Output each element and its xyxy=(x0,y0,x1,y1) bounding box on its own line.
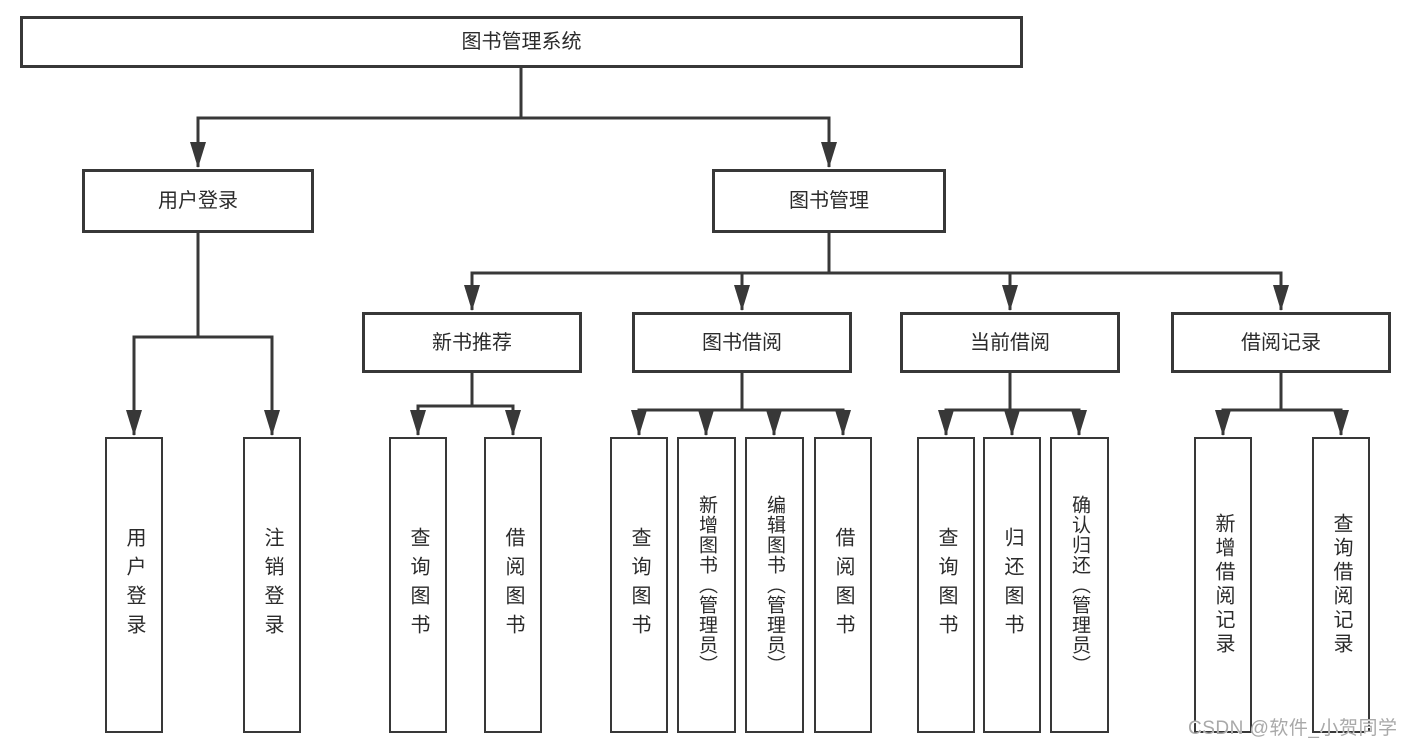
leaf-borrowing-borrow-books: 借阅图书 xyxy=(814,437,872,733)
node-borrowing-records: 借阅记录 xyxy=(1171,312,1391,373)
leaf-borrowing-add-books-admin: 新增图书（管理员） xyxy=(677,437,736,733)
node-label: 编辑图书（管理员） xyxy=(764,495,785,675)
node-label: 查询借阅记录 xyxy=(1330,513,1352,657)
node-label: 当前借阅 xyxy=(970,331,1050,354)
node-label: 查询图书 xyxy=(407,527,429,643)
node-label: 图书管理 xyxy=(789,190,869,212)
leaf-logout: 注销登录 xyxy=(243,437,301,733)
node-label: 借阅图书 xyxy=(502,527,524,643)
node-label: 借阅记录 xyxy=(1241,331,1321,354)
node-label: 查询图书 xyxy=(628,527,650,643)
node-label: 用户登录 xyxy=(158,190,238,212)
leaf-current-return-books: 归还图书 xyxy=(983,437,1041,733)
leaf-newbook-borrow-books: 借阅图书 xyxy=(484,437,542,733)
node-label: 新增借阅记录 xyxy=(1212,513,1234,657)
leaf-user-login: 用户登录 xyxy=(105,437,163,733)
node-current-borrowing: 当前借阅 xyxy=(900,312,1120,373)
node-label: 查询图书 xyxy=(935,527,957,643)
node-book-borrowing: 图书借阅 xyxy=(632,312,852,373)
node-user-login: 用户登录 xyxy=(82,169,314,233)
leaf-current-confirm-return-admin: 确认归还（管理员） xyxy=(1050,437,1109,733)
node-label: 借阅图书 xyxy=(832,527,854,643)
node-label: 注销登录 xyxy=(261,527,283,643)
leaf-newbook-query-books: 查询图书 xyxy=(389,437,447,733)
leaf-record-add-borrow-record: 新增借阅记录 xyxy=(1194,437,1252,733)
leaf-borrowing-query-books: 查询图书 xyxy=(610,437,668,733)
node-label: 归还图书 xyxy=(1001,527,1023,643)
node-new-book-recommend: 新书推荐 xyxy=(362,312,582,373)
node-label: 新书推荐 xyxy=(432,331,512,354)
node-label: 用户登录 xyxy=(123,527,145,643)
node-label: 确认归还（管理员） xyxy=(1069,495,1090,675)
csdn-watermark: CSDN @软件_小贺同学 xyxy=(1188,718,1398,739)
node-book-management: 图书管理 xyxy=(712,169,946,233)
node-label: 图书借阅 xyxy=(702,331,782,354)
node-label: 新增图书（管理员） xyxy=(696,495,717,675)
leaf-borrowing-edit-books-admin: 编辑图书（管理员） xyxy=(745,437,804,733)
node-library-system-root: 图书管理系统 xyxy=(20,16,1023,68)
node-label: 图书管理系统 xyxy=(461,31,582,53)
leaf-current-query-books: 查询图书 xyxy=(917,437,975,733)
leaf-record-query-borrow-record: 查询借阅记录 xyxy=(1312,437,1370,733)
